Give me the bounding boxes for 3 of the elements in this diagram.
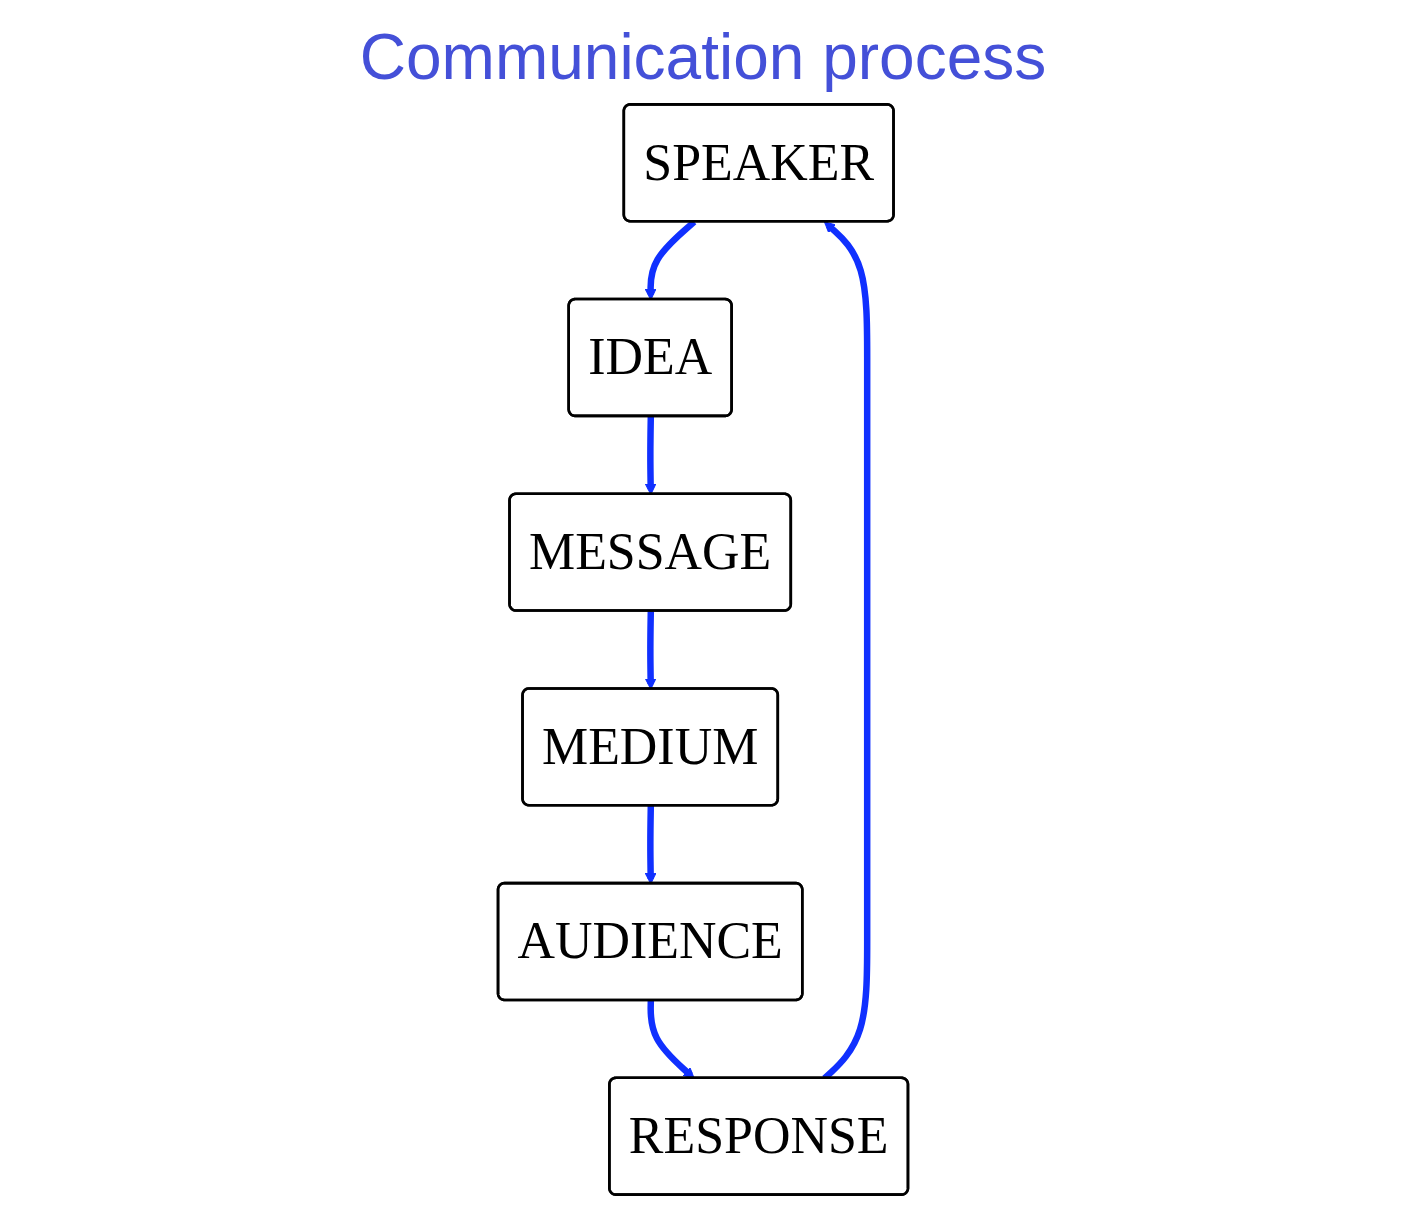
center-caption: Communication process [359,21,1047,93]
arrow [644,219,697,301]
arrow [647,1000,695,1079]
